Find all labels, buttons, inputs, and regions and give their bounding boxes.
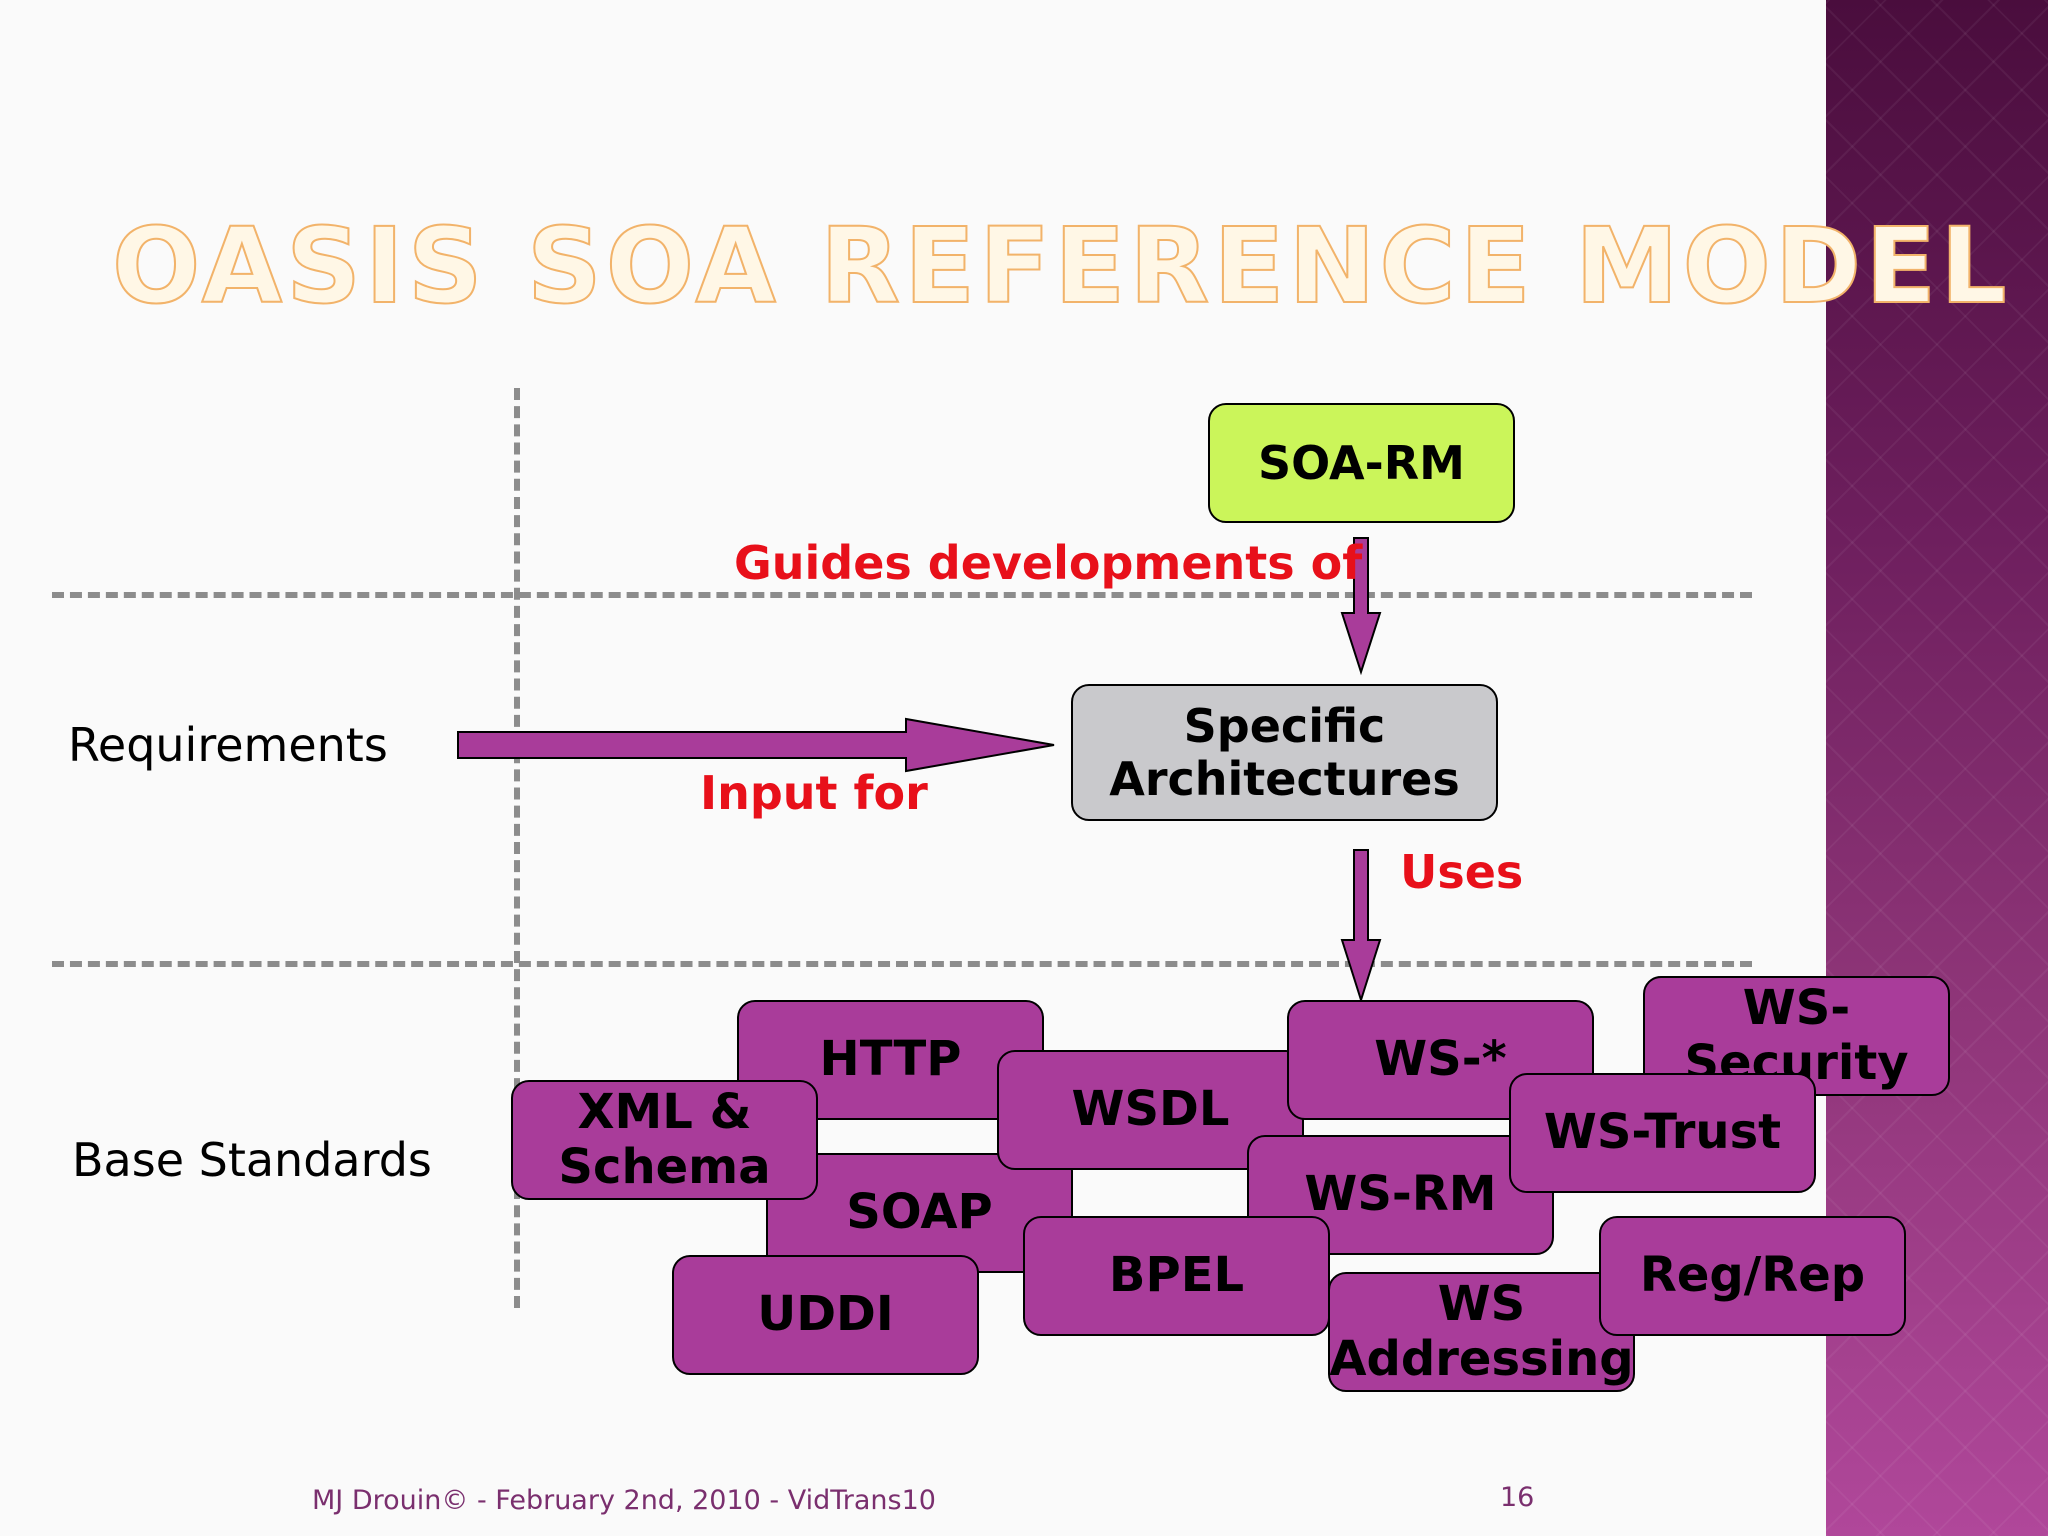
standard-soap: SOAP bbox=[766, 1153, 1073, 1273]
standard-http: HTTP bbox=[737, 1000, 1044, 1120]
label-input-for: Input for bbox=[700, 766, 928, 820]
label-guides-developments: Guides developments of bbox=[734, 536, 1363, 590]
standard-ws-addressing-label-line1: WS bbox=[1437, 1275, 1526, 1332]
page-number: 16 bbox=[1500, 1482, 1535, 1513]
standard-wsdl: WSDL bbox=[997, 1050, 1304, 1170]
standard-ws-addressing: WS Addressing bbox=[1328, 1272, 1635, 1392]
standard-http-label: HTTP bbox=[819, 1031, 962, 1088]
standard-reg-rep: Reg/Rep bbox=[1599, 1216, 1906, 1336]
standard-soap-label: SOAP bbox=[846, 1184, 993, 1241]
standard-ws-rm-label: WS-RM bbox=[1304, 1166, 1497, 1223]
arrow-down-guides bbox=[1340, 537, 1382, 676]
divider-top bbox=[52, 592, 1752, 598]
divider-bottom bbox=[52, 961, 1752, 967]
standard-uddi: UDDI bbox=[672, 1255, 979, 1375]
standard-ws-star: WS-* bbox=[1287, 1000, 1594, 1120]
soa-rm-label: SOA-RM bbox=[1258, 435, 1465, 490]
standard-ws-trust: WS-Trust bbox=[1509, 1073, 1816, 1193]
standard-ws-trust-label: WS-Trust bbox=[1543, 1104, 1782, 1161]
standard-ws-addressing-label-line2: Addressing bbox=[1329, 1331, 1634, 1387]
standard-ws-star-label: WS-* bbox=[1374, 1031, 1507, 1088]
standard-xml-schema: XML & Schema bbox=[511, 1080, 818, 1200]
arrow-right-input bbox=[457, 717, 1055, 773]
standard-wsdl-label: WSDL bbox=[1071, 1081, 1230, 1138]
standard-bpel: BPEL bbox=[1023, 1216, 1330, 1336]
divider-vertical bbox=[514, 388, 520, 1308]
footer-credit: MJ Drouin© - February 2nd, 2010 - VidTra… bbox=[312, 1485, 936, 1516]
specific-architectures-box: Specific Architectures bbox=[1071, 684, 1498, 821]
row-label-base-standards: Base Standards bbox=[72, 1133, 432, 1187]
label-uses: Uses bbox=[1400, 845, 1524, 899]
specific-architectures-line2: Architectures bbox=[1109, 751, 1460, 806]
standard-bpel-label: BPEL bbox=[1108, 1247, 1245, 1304]
specific-architectures-line1: Specific bbox=[1183, 698, 1386, 753]
soa-rm-box: SOA-RM bbox=[1208, 403, 1515, 523]
arrow-down-uses bbox=[1340, 849, 1382, 1004]
standard-reg-rep-label: Reg/Rep bbox=[1639, 1247, 1866, 1304]
standard-xml-label-line2: Schema bbox=[558, 1139, 771, 1195]
slide-title: OASIS SOA REFERENCE MODEL bbox=[111, 204, 2011, 328]
standard-uddi-label: UDDI bbox=[757, 1286, 894, 1343]
standard-xml-label-line1: XML & bbox=[577, 1083, 752, 1140]
row-label-requirements: Requirements bbox=[68, 718, 388, 772]
